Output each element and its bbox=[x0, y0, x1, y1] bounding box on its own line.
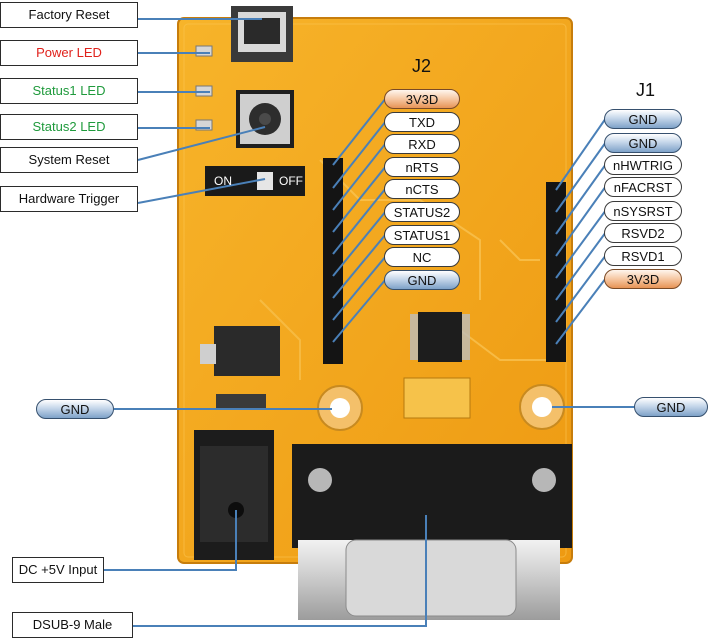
dsub9-connector bbox=[292, 444, 572, 620]
dc-power-jack bbox=[194, 430, 274, 560]
status2-led-label: Status2 LED bbox=[0, 114, 138, 140]
power-led-label: Power LED bbox=[0, 40, 138, 66]
right-mount-gnd: GND bbox=[634, 397, 708, 417]
j2-pin-2: TXD bbox=[384, 112, 460, 132]
j2-pin-4: nRTS bbox=[384, 157, 460, 177]
j1-title: J1 bbox=[636, 80, 656, 100]
j1-pin-1: GND bbox=[604, 109, 682, 129]
j1-pin-4: nFACRST bbox=[604, 177, 682, 197]
mounting-holes bbox=[317, 384, 565, 431]
pcb-board bbox=[177, 17, 573, 564]
j2-pin-1: 3V3D bbox=[384, 89, 460, 109]
j2-title: J2 bbox=[412, 56, 432, 76]
j1-pin-2: GND bbox=[604, 133, 682, 153]
j1-pin-5: nSYSRST bbox=[604, 201, 682, 221]
j2-pin-9: GND bbox=[384, 270, 460, 290]
j1-pin-7: RSVD1 bbox=[604, 246, 682, 266]
status1-led-label: Status1 LED bbox=[0, 78, 138, 104]
system-reset-switch bbox=[236, 90, 294, 148]
ic-chip bbox=[410, 312, 470, 362]
j2-pin-3: RXD bbox=[384, 134, 460, 154]
switch-on-text: ON bbox=[214, 174, 232, 188]
passive-components bbox=[200, 326, 471, 419]
factory-reset-label: Factory Reset bbox=[0, 2, 138, 28]
j1-pin-3: nHWTRIG bbox=[604, 155, 682, 175]
hardware-trigger-label: Hardware Trigger bbox=[0, 186, 138, 212]
j1-pin-6: RSVD2 bbox=[604, 223, 682, 243]
factory-reset-switch bbox=[231, 6, 293, 62]
j2-pin-6: STATUS2 bbox=[384, 202, 460, 222]
dsub-label: DSUB-9 Male bbox=[12, 612, 133, 638]
leader-lines bbox=[104, 18, 634, 627]
switch-off-text: OFF bbox=[279, 174, 303, 188]
dc-input-label: DC +5V Input bbox=[12, 557, 104, 583]
system-reset-label: System Reset bbox=[0, 147, 138, 173]
j2-pin-7: STATUS1 bbox=[384, 225, 460, 245]
left-mount-gnd: GND bbox=[36, 399, 114, 419]
j2-pin-8: NC bbox=[384, 247, 460, 267]
j1-pin-8: 3V3D bbox=[604, 269, 682, 289]
j2-pin-5: nCTS bbox=[384, 179, 460, 199]
